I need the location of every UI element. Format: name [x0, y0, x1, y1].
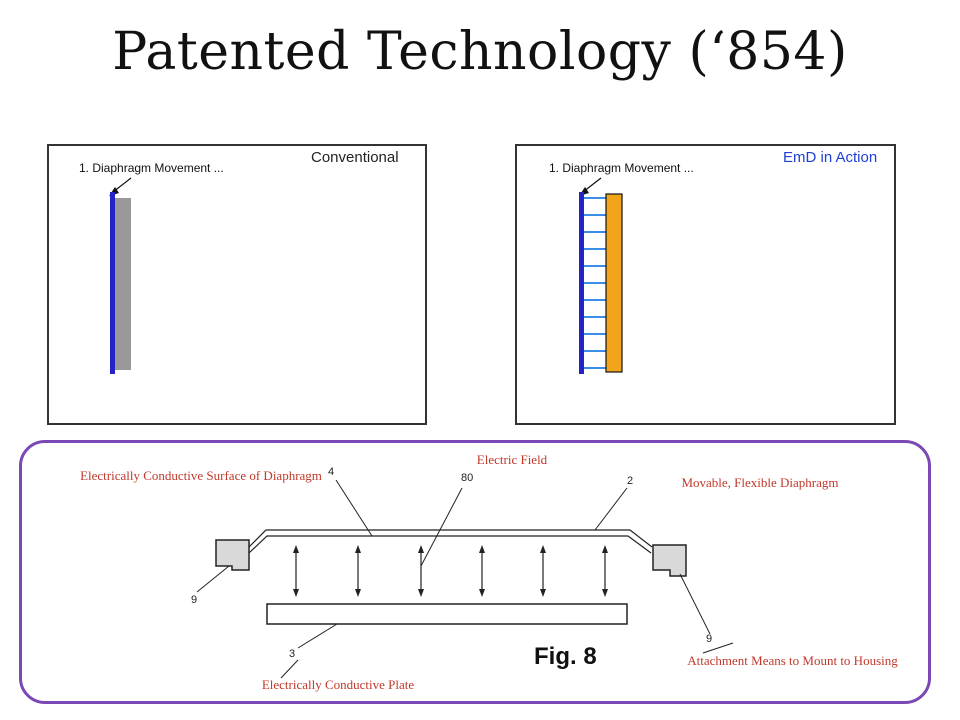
bottom-plate [266, 603, 628, 625]
label-conductive-surface: Electrically Conductive Surface of Diaph… [80, 468, 322, 483]
leader-2 [594, 487, 628, 531]
field-arrow-head-down [602, 589, 608, 597]
diaphragm-bar [579, 192, 584, 374]
field-arrow-head-down [293, 589, 299, 597]
field-arrow-head-up [540, 545, 546, 553]
diaphragm-outer-line [248, 529, 653, 548]
field-arrow-head-up [479, 545, 485, 553]
field-arrow-head-down [355, 589, 361, 597]
leader-3-lower [280, 659, 299, 679]
field-arrow-head-up [418, 545, 424, 553]
field-arrow-head-up [293, 545, 299, 553]
label-diaphragm: Movable, Flexible Diaphragm [681, 475, 839, 490]
conventional-caption: 1. Diaphragm Movement ... [79, 161, 224, 175]
figure-caption: Fig. 8 [534, 643, 597, 670]
field-arrow-head-down [418, 589, 424, 597]
leader-80 [420, 487, 463, 567]
ref-9-right: 9 [706, 633, 713, 645]
leader-9-right [679, 573, 711, 635]
diaphragm-bar [110, 192, 115, 374]
leader-attachment [702, 642, 734, 654]
label-plate: Electrically Conductive Plate [261, 677, 415, 692]
electric-field-arrows [293, 545, 608, 597]
rigid-plate [115, 198, 131, 370]
diaphragm-inner-line [248, 535, 652, 554]
leader-9-left [196, 565, 230, 593]
ref-9-left: 9 [191, 594, 198, 606]
emd-caption: 1. Diaphragm Movement ... [549, 161, 694, 175]
label-electric-field: Electric Field [476, 452, 548, 467]
field-arrow-head-up [602, 545, 608, 553]
field-arrow-head-down [540, 589, 546, 597]
leader-4 [335, 479, 373, 537]
figure-frame [19, 440, 931, 704]
field-arrow-head-up [355, 545, 361, 553]
conventional-drawing [109, 177, 132, 374]
emd-panel: 1. Diaphragm Movement ... EmD in Action [515, 144, 896, 425]
field-arrow-head-down [479, 589, 485, 597]
left-mount [215, 539, 250, 571]
leader-3-upper [297, 623, 338, 649]
conventional-panel: 1. Diaphragm Movement ... Conventional [47, 144, 427, 425]
ref-2: 2 [627, 475, 634, 487]
conventional-tag: Conventional [311, 149, 399, 166]
electric-field-lines [584, 197, 606, 369]
conductive-plate [605, 193, 623, 373]
ref-80: 80 [461, 472, 474, 484]
ref-3: 3 [289, 648, 296, 660]
label-attachment: Attachment Means to Mount to Housing [687, 653, 898, 668]
right-mount [652, 544, 687, 577]
emd-drawing [579, 177, 623, 374]
ref-4: 4 [328, 466, 335, 478]
slide-title: Patented Technology (‘854) [112, 22, 848, 82]
emd-tag: EmD in Action [783, 149, 878, 166]
